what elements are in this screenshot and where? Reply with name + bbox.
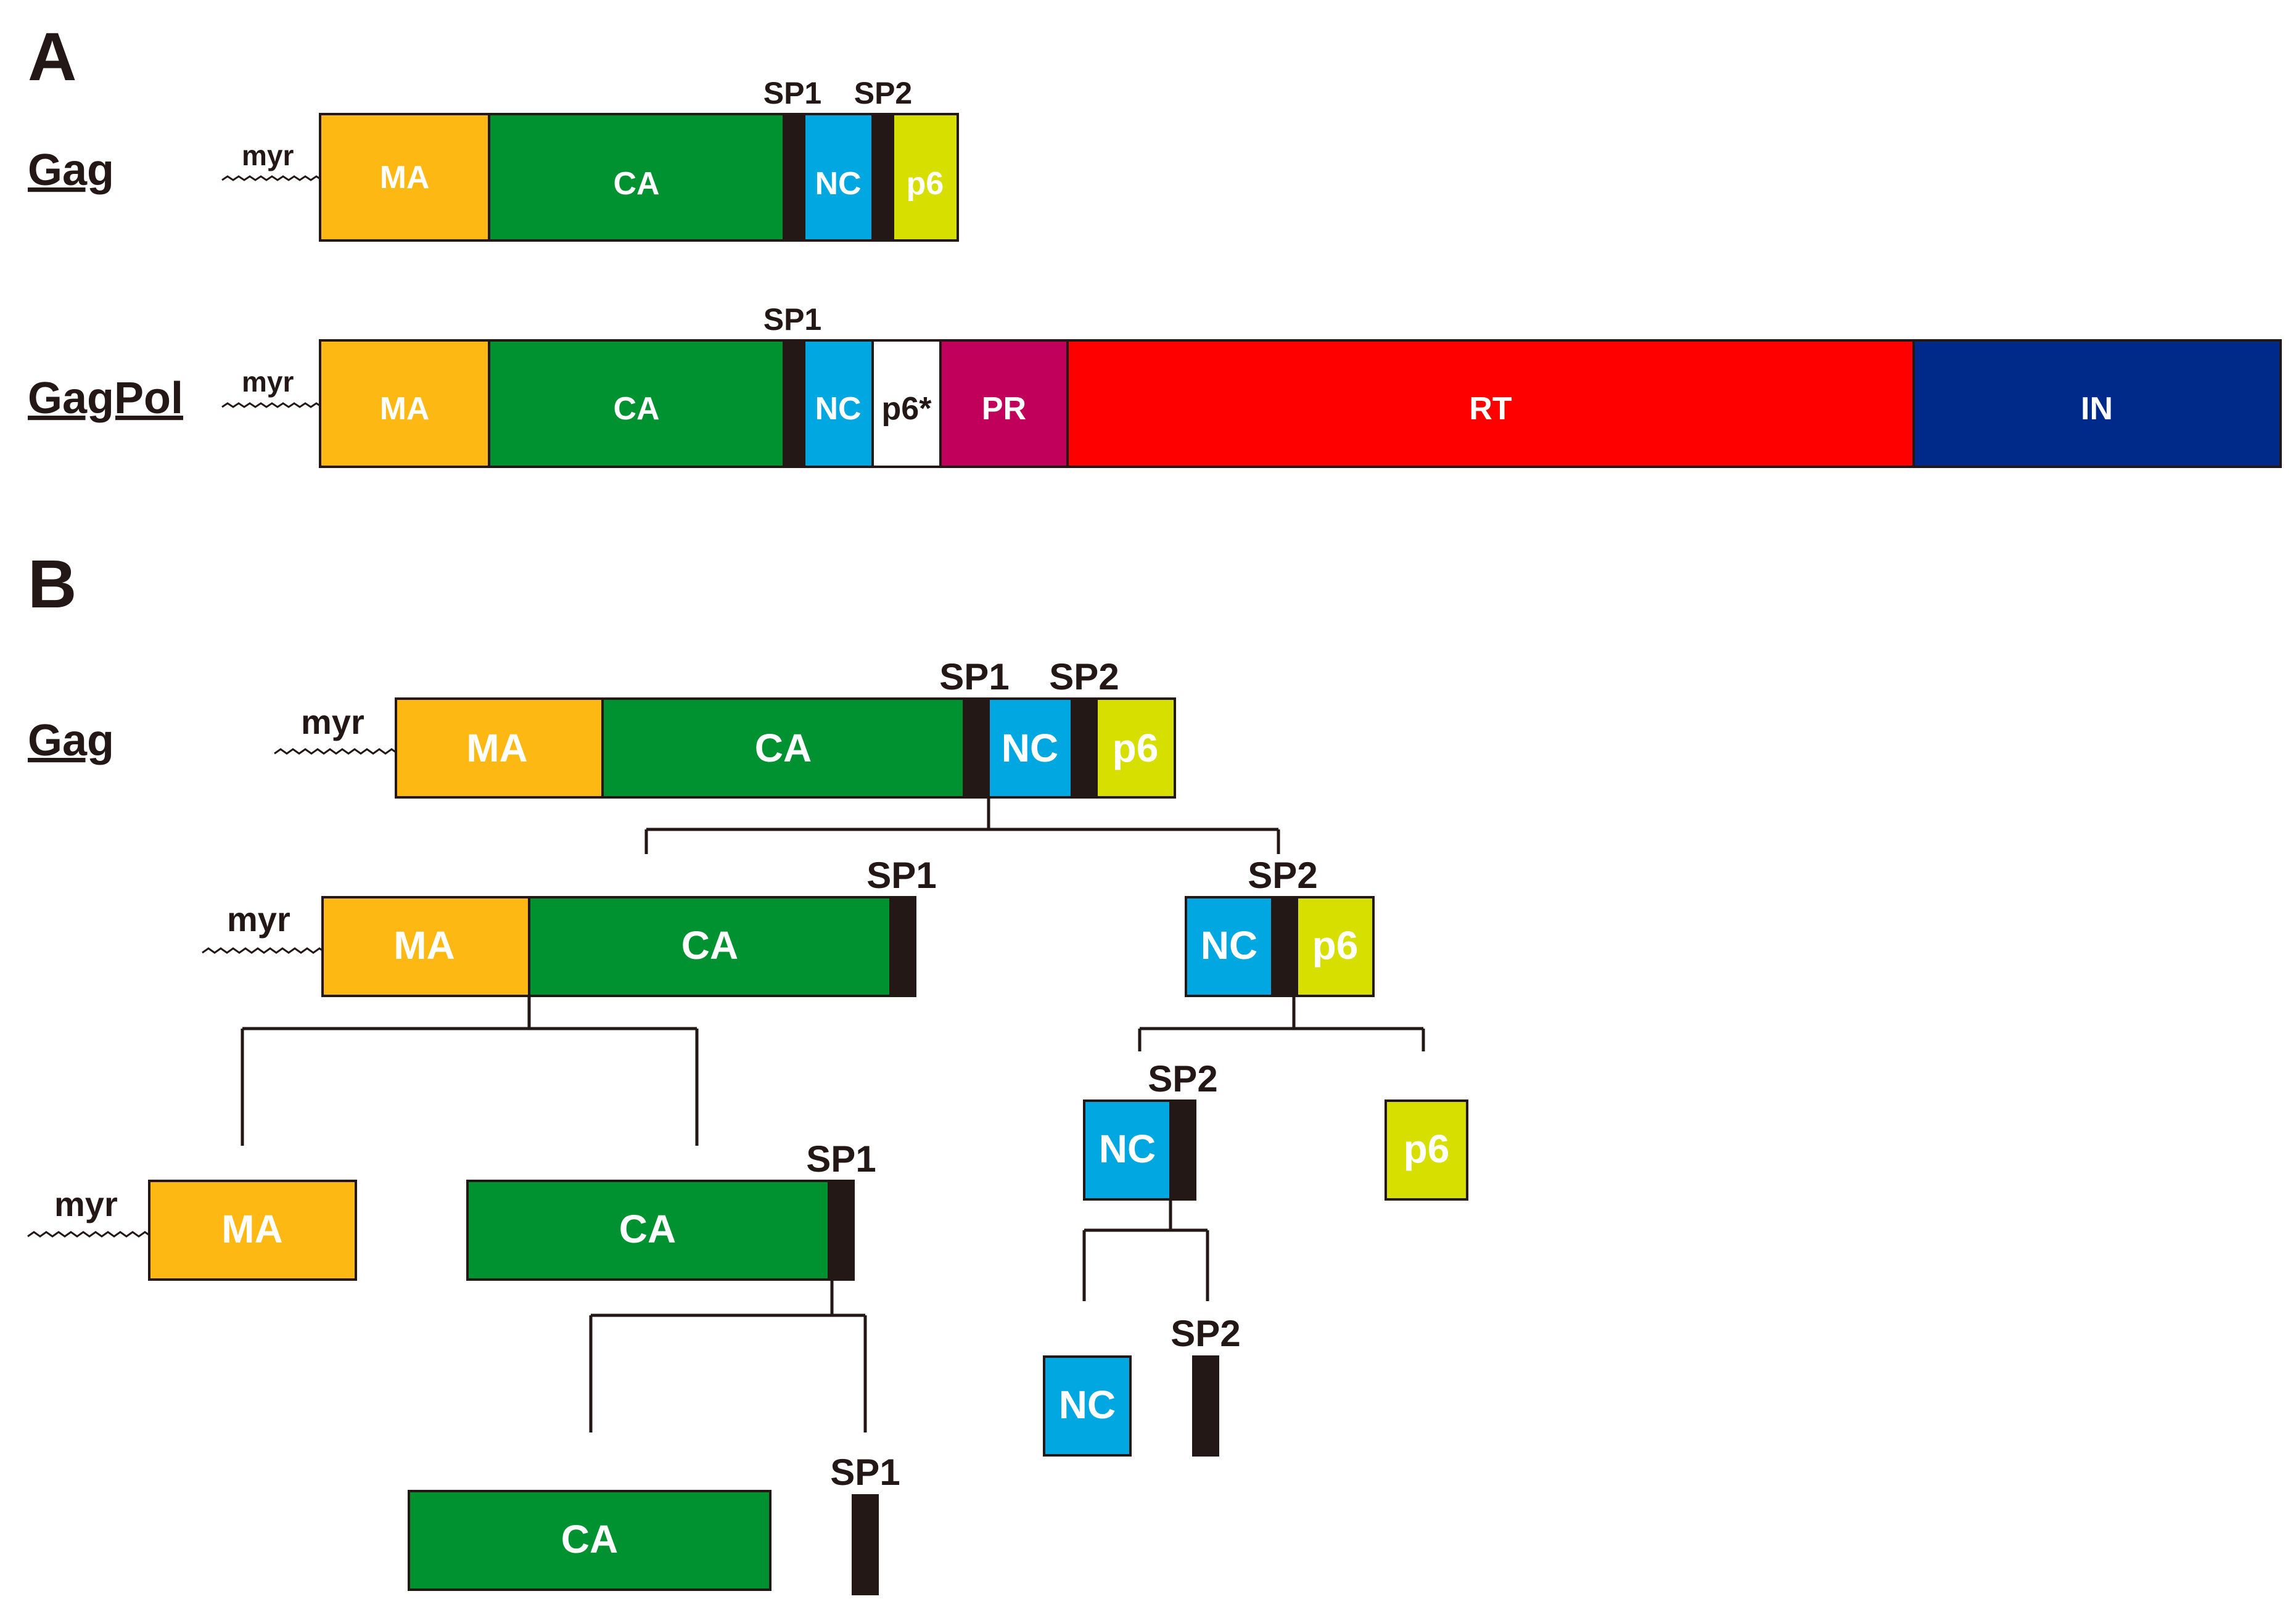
sp1-label: SP1 <box>866 855 936 896</box>
sp2-label: SP2 <box>854 76 913 110</box>
nc-sp2-intermediate <box>1083 1099 1196 1201</box>
nc-label: NC <box>1002 726 1058 770</box>
sp1-spacer <box>828 1180 855 1281</box>
myr-chain-a-gagpol <box>221 402 334 408</box>
nc-label: NC <box>1201 923 1257 968</box>
gag-polyprotein-a <box>319 113 959 242</box>
sp1-spacer <box>889 896 916 997</box>
sp1-peptide <box>852 1494 879 1595</box>
panel-label-a: A <box>28 19 76 95</box>
pr-domain <box>939 339 1069 468</box>
p6-label: p6 <box>1404 1127 1450 1171</box>
sp2-spacer <box>1071 697 1098 799</box>
nc-label: NC <box>815 166 861 202</box>
sp1-label: SP1 <box>763 76 822 110</box>
nc-sp2-p6-intermediate <box>1185 896 1375 997</box>
nc-label: NC <box>815 391 861 427</box>
sp2-spacer <box>871 113 894 242</box>
myr-label-b-ma: myr <box>54 1185 118 1223</box>
p6-domain <box>892 113 959 242</box>
myr-chain-b-gag <box>274 748 411 755</box>
p6-protein <box>1385 1099 1468 1201</box>
p6-label: p6 <box>1312 923 1359 968</box>
nc-label: NC <box>1099 1127 1156 1171</box>
ca-label: CA <box>613 166 659 202</box>
nc-label: NC <box>1059 1383 1116 1427</box>
sp2-label: SP2 <box>1148 1058 1217 1099</box>
sp2-spacer <box>1169 1099 1196 1201</box>
nc-domain <box>803 339 874 468</box>
sp2-peptide <box>1192 1355 1219 1457</box>
sp1-label: SP1 <box>763 302 822 337</box>
rt-label: RT <box>1469 391 1512 427</box>
ma-label: MA <box>380 160 430 195</box>
sp1-label: SP1 <box>806 1138 876 1180</box>
cleavage-bracket <box>1082 1199 1209 1301</box>
ma-ca-sp1-intermediate <box>321 896 916 997</box>
panel-label-b: B <box>28 546 76 622</box>
ca-domain <box>601 697 965 799</box>
pr-label: PR <box>982 391 1026 427</box>
ca-sp1-intermediate <box>466 1180 855 1281</box>
ma-label: MA <box>221 1207 283 1251</box>
ca-protein <box>408 1490 772 1591</box>
ma-label: MA <box>393 923 455 968</box>
gagpol-polyprotein <box>319 339 2282 468</box>
ma-label: MA <box>380 391 430 427</box>
cleavage-bracket <box>1138 996 1425 1051</box>
ca-domain <box>488 339 785 468</box>
p6-label: p6 <box>907 166 944 202</box>
ma-domain <box>321 896 530 997</box>
ma-domain <box>319 113 490 242</box>
myr-chain-b-macasp1 <box>202 947 339 954</box>
sp1-label: SP1 <box>830 1452 900 1493</box>
sp2-label: SP2 <box>1248 855 1317 896</box>
myr-chain-b-ma <box>27 1231 164 1238</box>
ma-domain <box>319 339 490 468</box>
in-label: IN <box>2081 391 2113 427</box>
p6-label: p6 <box>1113 726 1159 770</box>
ca-domain <box>488 113 785 242</box>
sp1-spacer <box>783 113 805 242</box>
ca-domain <box>528 896 892 997</box>
myr-label-a-gagpol: myr <box>242 366 294 398</box>
p6-domain <box>1095 697 1176 799</box>
sp2-label: SP2 <box>1171 1313 1240 1354</box>
p6-domain <box>1296 896 1375 997</box>
cleavage-bracket <box>241 996 699 1146</box>
in-domain <box>1912 339 2282 468</box>
sp1-spacer <box>963 697 990 799</box>
cleavage-bracket <box>644 797 1280 854</box>
gag-label-b: Gag <box>28 716 114 765</box>
sp1-spacer <box>783 339 805 468</box>
ma-protein <box>148 1180 357 1281</box>
ca-label: CA <box>619 1207 676 1251</box>
ca-label: CA <box>681 923 738 968</box>
ca-label: CA <box>613 391 659 427</box>
myr-label-b-macasp1: myr <box>227 900 290 939</box>
myr-label-b-gag: myr <box>301 702 364 741</box>
myr-chain-a-gag <box>221 175 334 181</box>
ca-domain <box>466 1180 830 1281</box>
rt-domain <box>1066 339 1915 468</box>
nc-domain <box>987 697 1073 799</box>
gag-label-a: Gag <box>28 146 114 195</box>
myr-label-a-gag: myr <box>242 139 294 171</box>
sp2-spacer <box>1271 896 1298 997</box>
ca-label: CA <box>755 726 812 770</box>
sp2-label: SP2 <box>1049 656 1119 697</box>
nc-protein <box>1043 1355 1132 1457</box>
gag-polyprotein-b <box>395 697 1176 799</box>
ca-label: CA <box>561 1517 618 1561</box>
p6star-label: p6* <box>882 391 932 427</box>
sp1-label: SP1 <box>939 656 1009 697</box>
ma-label: MA <box>466 726 528 770</box>
gagpol-label: GagPol <box>28 374 183 423</box>
cleavage-bracket <box>589 1280 867 1432</box>
